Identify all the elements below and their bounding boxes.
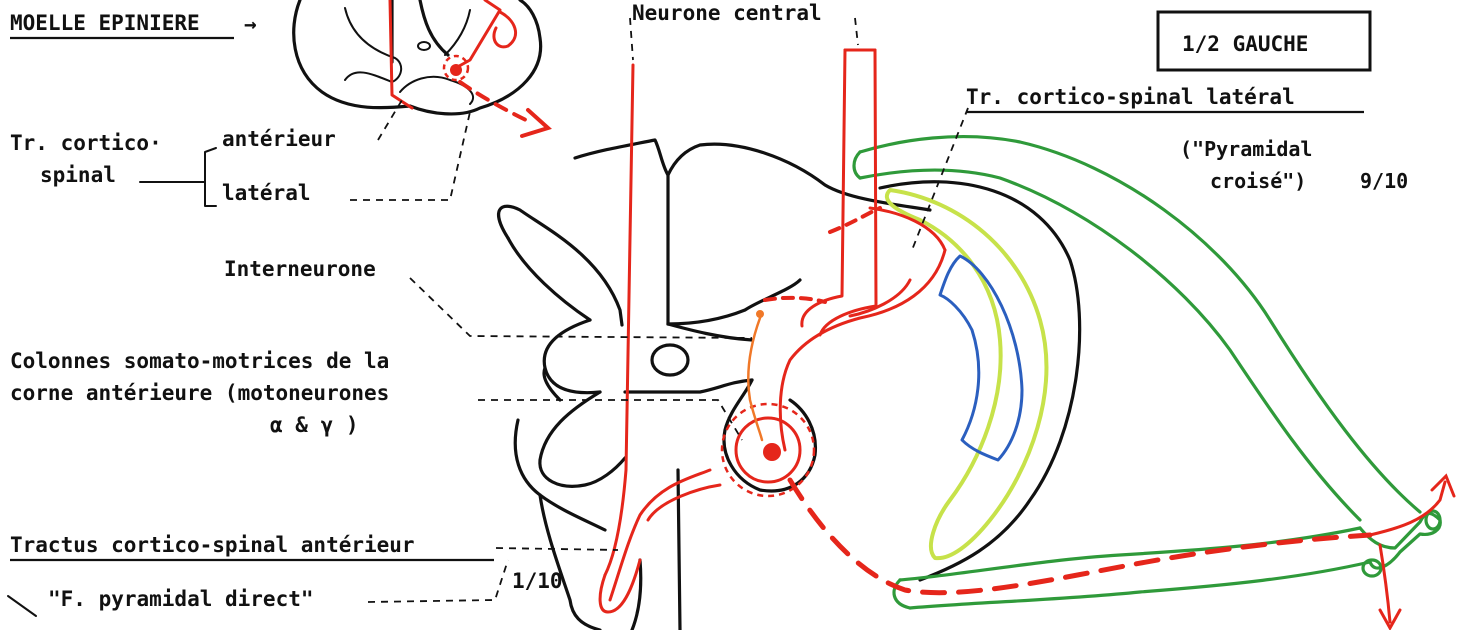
label-lateral: latéral xyxy=(222,181,311,205)
label-tr-cortico-2: spinal xyxy=(40,163,116,187)
label-tr-cortico-1: Tr. cortico· xyxy=(10,131,162,155)
label-moelle: MOELLE EPINIERE xyxy=(10,11,200,35)
label-tractus-anterieur: Tractus cortico-spinal antérieur xyxy=(10,533,415,557)
inset-spinal-cord xyxy=(294,0,548,136)
label-neurone-central: Neurone central xyxy=(632,1,822,25)
lateral-tract-area xyxy=(887,190,1046,558)
label-ratio-lateral: 9/10 xyxy=(1360,169,1408,193)
label-pyramidal-direct: "F. pyramidal direct" xyxy=(48,587,314,611)
label-anterieur: antérieur xyxy=(222,127,336,151)
label-interneurone: Interneurone xyxy=(224,257,376,281)
label-half-gauche: 1/2 GAUCHE xyxy=(1182,32,1308,56)
inner-tract-area xyxy=(940,256,1022,460)
interneuron-soma xyxy=(756,310,764,318)
main-spinal-cord-outline xyxy=(499,140,1080,630)
arrow-moelle: → xyxy=(244,12,257,36)
label-ratio-direct: 1/10 xyxy=(512,569,563,593)
red-corticospinal-fibers xyxy=(600,50,1454,628)
label-pyramidal-1: ("Pyramidal xyxy=(1180,137,1312,161)
label-colonnes-3: α & γ ) xyxy=(270,413,359,437)
label-colonnes-2: corne antérieure (motoneurones xyxy=(10,381,389,405)
label-colonnes-1: Colonnes somato-motrices de la xyxy=(10,349,389,373)
corner-stroke xyxy=(8,596,36,616)
label-pyramidal-2: croisé") xyxy=(1210,169,1306,193)
label-tr-lateral: Tr. cortico-spinal latéral xyxy=(966,85,1295,109)
